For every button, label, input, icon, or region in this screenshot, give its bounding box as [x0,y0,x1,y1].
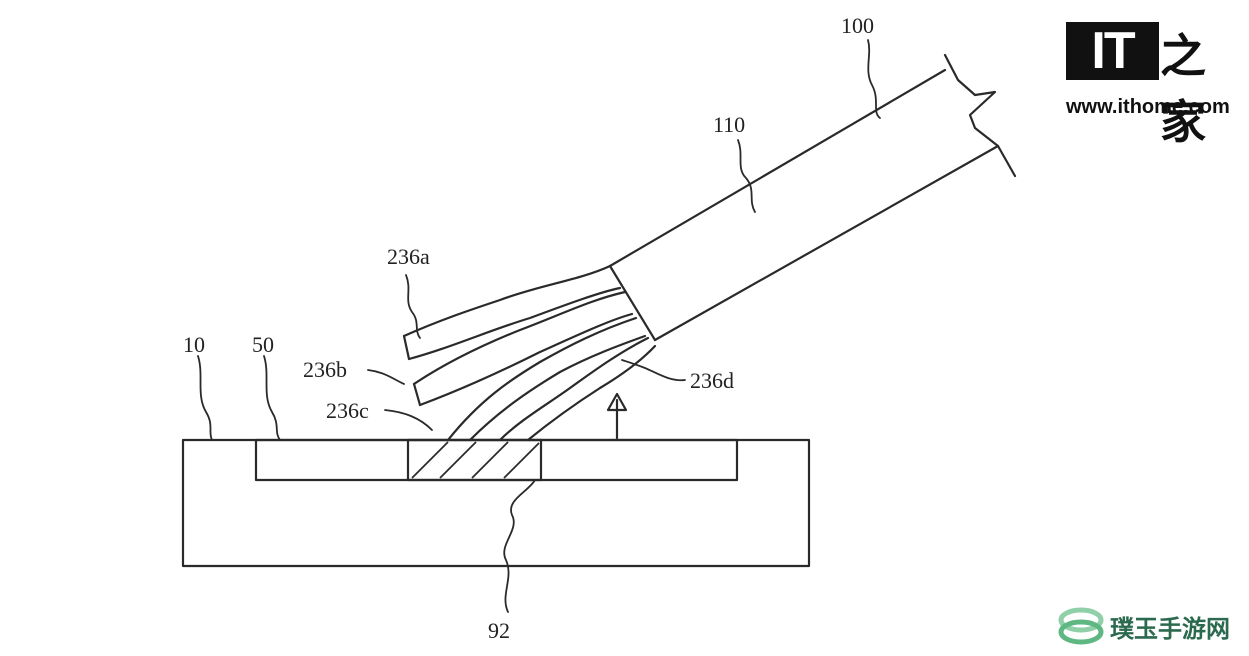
ref-label-10: 10 [183,332,205,357]
leader-110 [737,139,756,213]
ref-label-92: 92 [488,618,510,643]
leader-50 [263,355,281,441]
leader-10 [197,355,213,441]
leader-236a [405,274,421,339]
leader-236d [621,359,686,382]
leader-92 [503,479,536,613]
leader-236b [367,369,405,385]
ref-label-110: 110 [713,112,745,137]
lift-arrow [606,392,628,440]
bristle-236b [412,290,634,407]
ref-label-100: 100 [841,13,874,38]
bristle-236d [498,336,657,442]
leader-100 [867,39,881,119]
tool-shaft-110 [608,53,1017,342]
ref-label-236b: 236b [303,357,347,382]
leaf-ring-icon [1058,607,1104,645]
contact-pad-92 [406,438,543,482]
ref-label-50: 50 [252,332,274,357]
ithome-cn-text: 之家 [1160,29,1208,149]
bristle-236a [402,264,622,361]
site-watermark: 璞玉手游网 [1058,606,1230,646]
device-body-10 [181,438,811,568]
leader-236c [384,409,433,431]
bristle-236c [446,316,647,442]
site-watermark-text: 璞玉手游网 [1110,614,1230,643]
ithome-logo: IT [1066,22,1159,80]
ithome-url: www.ithome.com [1066,96,1230,118]
ref-label-236a: 236a [387,244,430,269]
recess-50 [254,438,739,482]
pad-hatching [411,441,540,479]
ref-label-236c: 236c [326,398,369,423]
ref-label-236d: 236d [690,368,734,393]
